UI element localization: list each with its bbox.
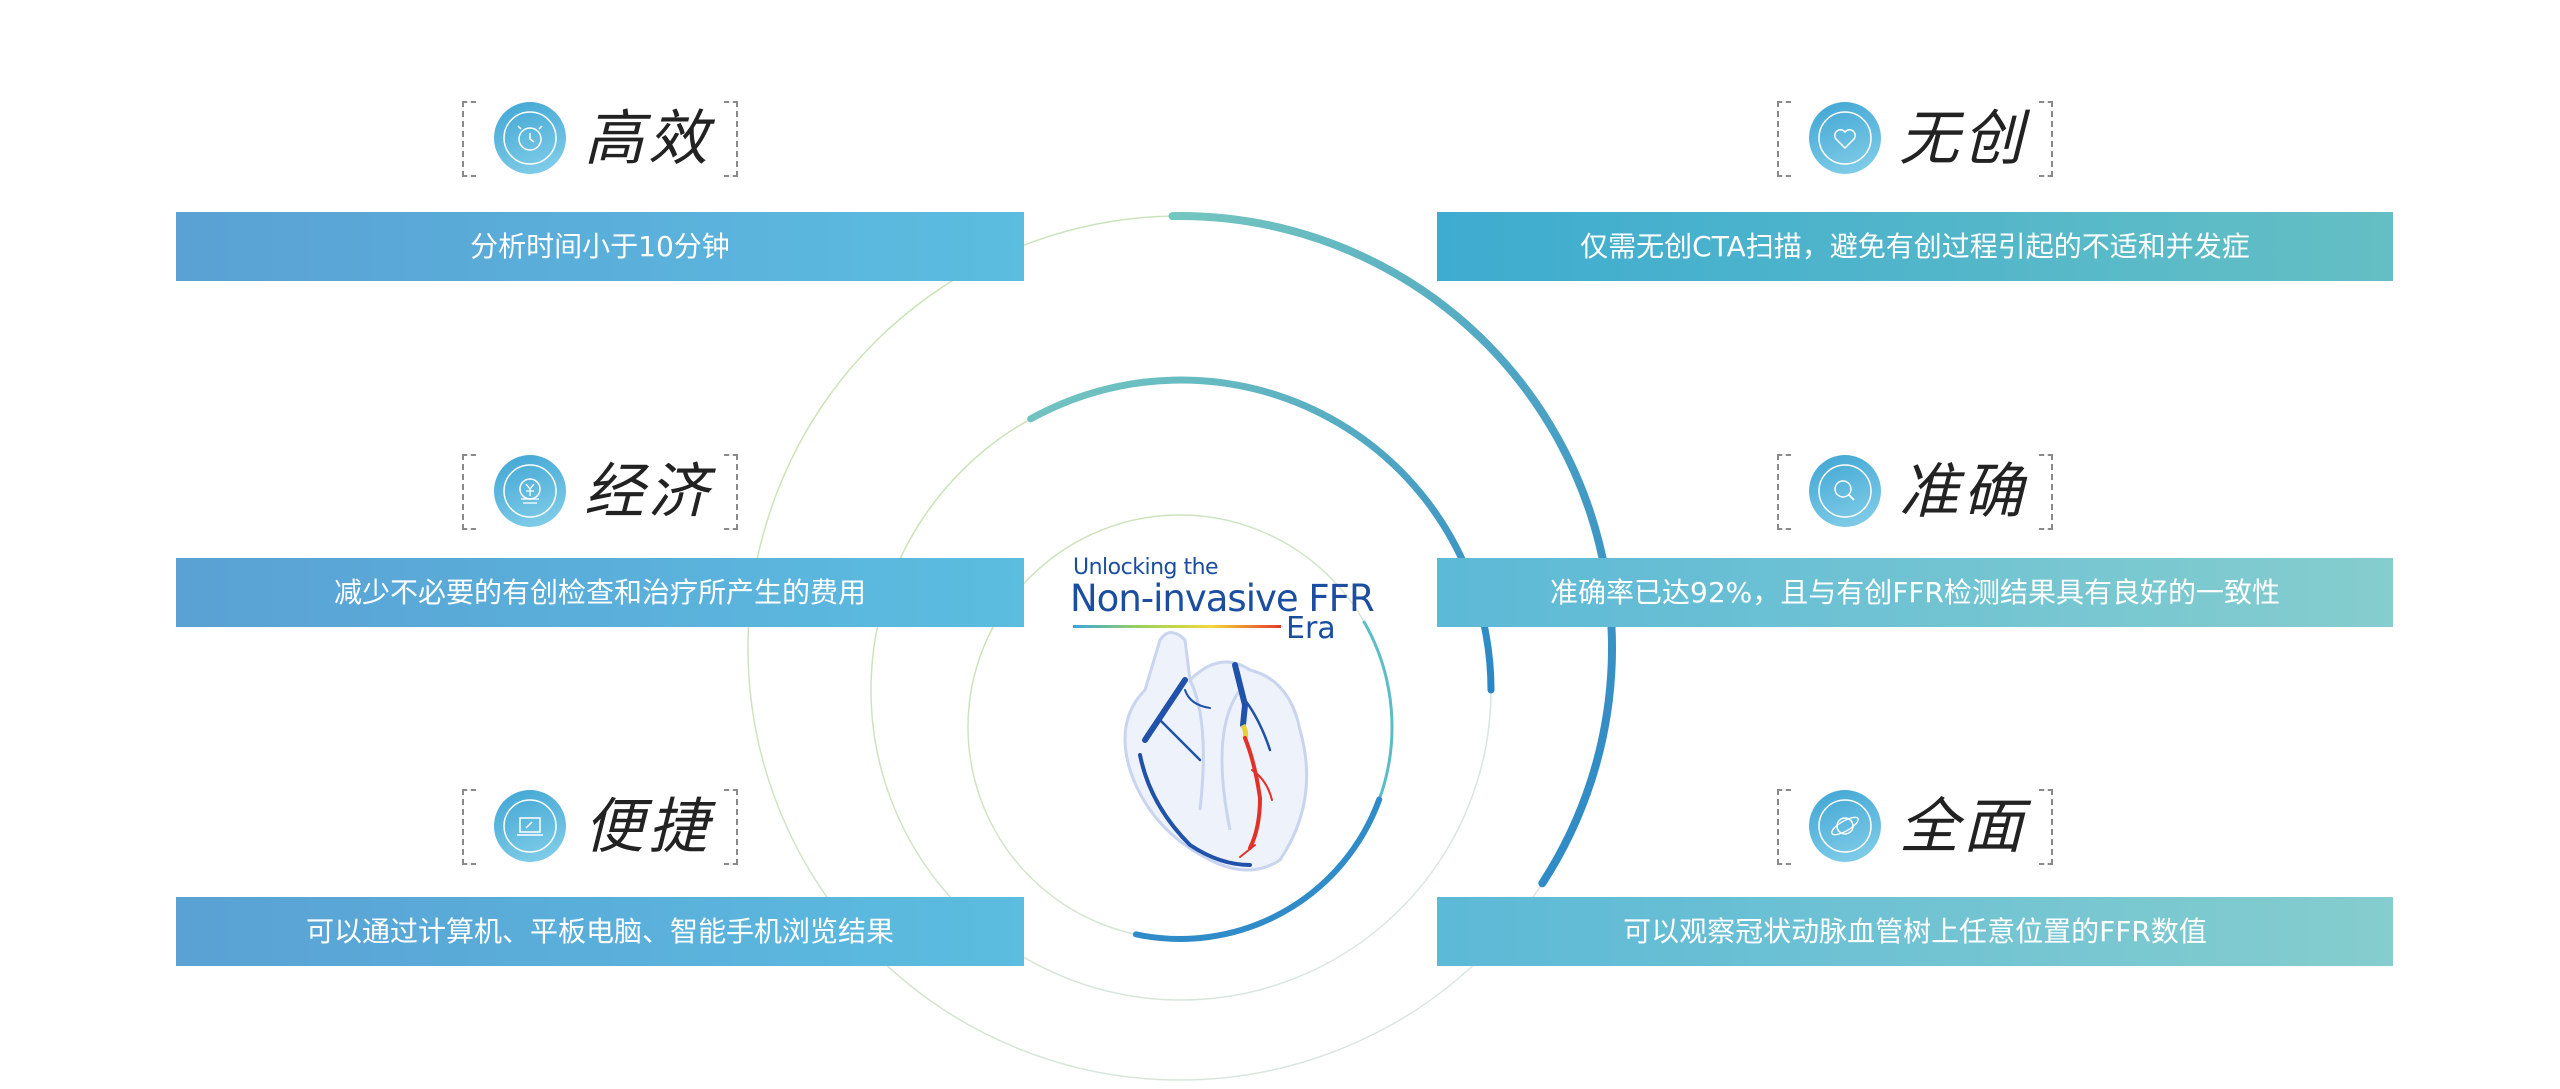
laptop-icon — [494, 790, 566, 862]
magnifier-icon — [1809, 455, 1881, 527]
logo-gradient-rule — [1073, 625, 1281, 628]
planet-icon — [1809, 790, 1881, 862]
feature-title: 经济 — [584, 457, 712, 527]
feature-heading-efficient: 高效 — [462, 101, 738, 177]
feature-title: 无创 — [1899, 104, 2027, 174]
bracket-left — [1777, 454, 1791, 530]
logo-line-3: Era — [1286, 611, 1336, 646]
bracket-right — [724, 454, 738, 530]
heart-illustration — [1123, 631, 1309, 872]
feature-description-bar: 仅需无创CTA扫描，避免有创过程引起的不适和并发症 — [1437, 212, 2393, 281]
feature-description-bar: 可以观察冠状动脉血管树上任意位置的FFR数值 — [1437, 897, 2393, 966]
feature-title: 全面 — [1899, 792, 2027, 862]
feature-heading-accurate: 准确 — [1777, 454, 2053, 530]
feature-title: 准确 — [1899, 457, 2027, 527]
feature-title: 高效 — [584, 104, 712, 174]
logo-line-1: Unlocking the — [1073, 555, 1219, 580]
bracket-right — [2039, 454, 2053, 530]
feature-heading-comprehensive: 全面 — [1777, 789, 2053, 865]
bracket-right — [2039, 789, 2053, 865]
feature-description-bar: 准确率已达92%，且与有创FFR检测结果具有良好的一致性 — [1437, 558, 2393, 627]
bracket-left — [462, 101, 476, 177]
logo-line-2: Non-invasive FFR — [1070, 577, 1375, 620]
feature-description-bar: 分析时间小于10分钟 — [176, 212, 1024, 281]
outer-arc — [1168, 212, 1616, 888]
heart-icon — [1809, 102, 1881, 174]
bracket-left — [462, 454, 476, 530]
feature-heading-convenient: 便捷 — [462, 789, 738, 865]
coin-icon — [494, 455, 566, 527]
feature-title: 便捷 — [584, 792, 712, 862]
feature-description-bar: 减少不必要的有创检查和治疗所产生的费用 — [176, 558, 1024, 627]
inner-arc — [1132, 796, 1383, 942]
bracket-left — [1777, 789, 1791, 865]
bracket-right — [2039, 101, 2053, 177]
bracket-left — [462, 789, 476, 865]
bracket-right — [724, 789, 738, 865]
feature-heading-noninvasive: 无创 — [1777, 101, 2053, 177]
bracket-left — [1777, 101, 1791, 177]
inner-arc-thin — [1362, 620, 1394, 801]
feature-description-bar: 可以通过计算机、平板电脑、智能手机浏览结果 — [176, 897, 1024, 966]
bracket-right — [724, 101, 738, 177]
feature-heading-economic: 经济 — [462, 454, 738, 530]
alarm-clock-icon — [494, 102, 566, 174]
